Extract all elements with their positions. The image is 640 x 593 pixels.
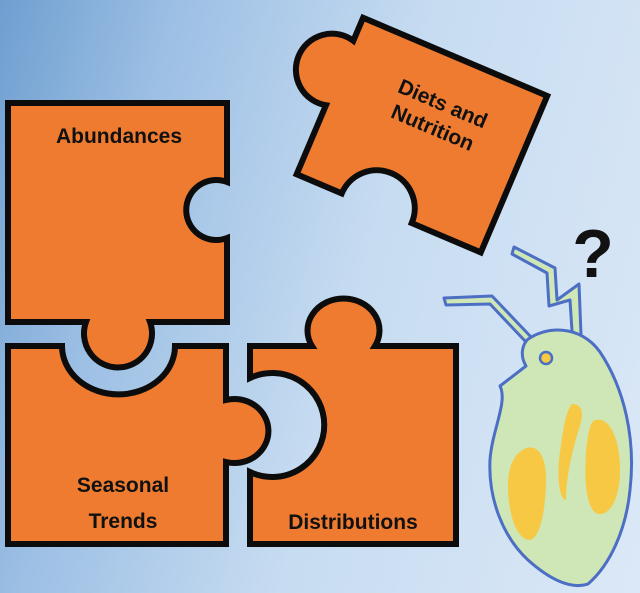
puzzle-piece-abundances-shape <box>5 100 230 371</box>
copepod-right-spot <box>585 419 620 515</box>
copepod-left-antenna <box>442 294 534 344</box>
puzzle-piece-diets-nutrition: Diets and Nutrition <box>292 13 552 257</box>
piece-label-seasonal-line2: Trends <box>89 510 158 533</box>
puzzle-piece-distributions-shape <box>247 295 459 547</box>
piece-label-abundances: Abundances <box>56 125 182 148</box>
puzzle-piece-abundances: Abundances <box>5 100 230 371</box>
copepod-center-streak <box>558 404 582 500</box>
piece-label-distributions: Distributions <box>288 511 418 534</box>
puzzle-piece-distributions: Distributions <box>247 295 459 547</box>
copepod-icon <box>442 245 634 587</box>
puzzle-piece-diets-shape <box>292 13 552 257</box>
puzzle-piece-seasonal-trends: Seasonal Trends <box>5 343 272 547</box>
copepod-eye <box>538 350 554 366</box>
question-mark: ? <box>572 216 614 292</box>
puzzle-piece-seasonal-shape <box>5 343 272 547</box>
piece-label-seasonal-line1: Seasonal <box>77 474 169 497</box>
copepod-left-spot <box>508 447 546 540</box>
